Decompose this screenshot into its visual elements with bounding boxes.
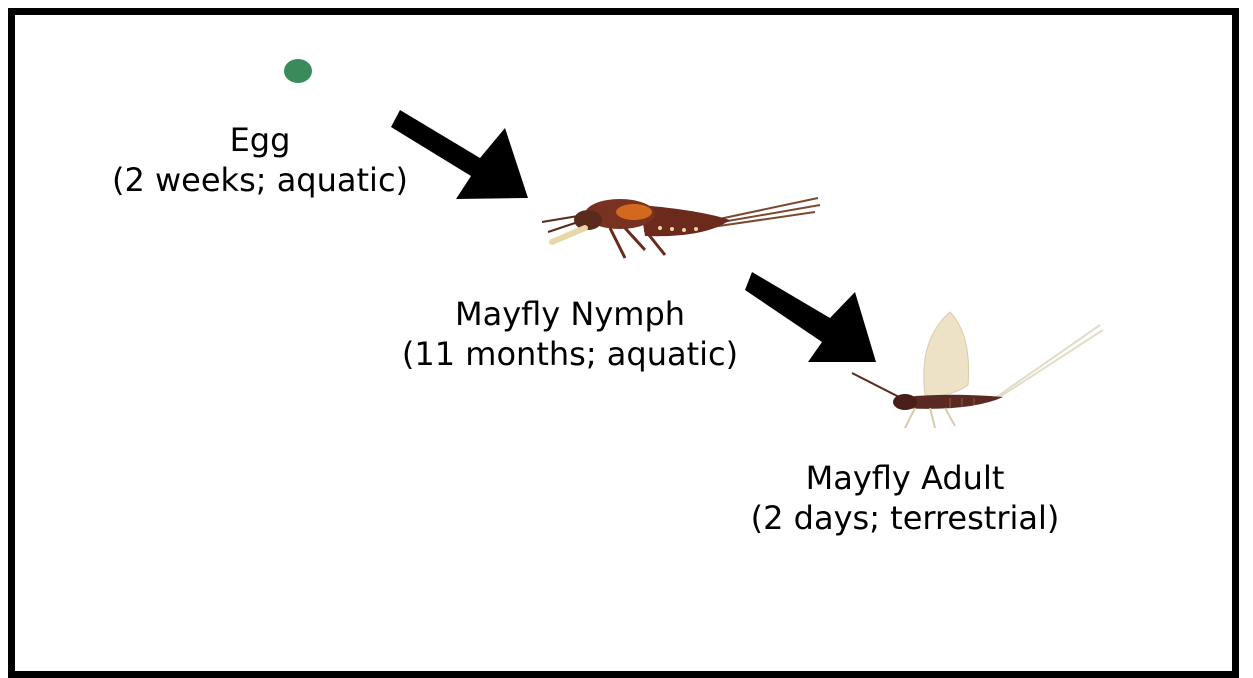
mayfly-adult-icon	[852, 312, 1103, 428]
adult-stage-detail: (2 days; terrestrial)	[715, 498, 1095, 538]
adult-stage-name: Mayfly Adult	[715, 458, 1095, 498]
arrow-nymph-to-adult	[745, 272, 876, 362]
mayfly-nymph-icon	[542, 198, 820, 258]
adult-label: Mayfly Adult (2 days; terrestrial)	[715, 458, 1095, 538]
nymph-stage-name: Mayfly Nymph	[380, 294, 760, 334]
egg-dot-icon	[284, 59, 312, 83]
nymph-label: Mayfly Nymph (11 months; aquatic)	[380, 294, 760, 374]
egg-label: Egg (2 weeks; aquatic)	[100, 120, 420, 200]
nymph-stage-detail: (11 months; aquatic)	[380, 334, 760, 374]
egg-stage-detail: (2 weeks; aquatic)	[100, 160, 420, 200]
egg-stage-name: Egg	[100, 120, 420, 160]
